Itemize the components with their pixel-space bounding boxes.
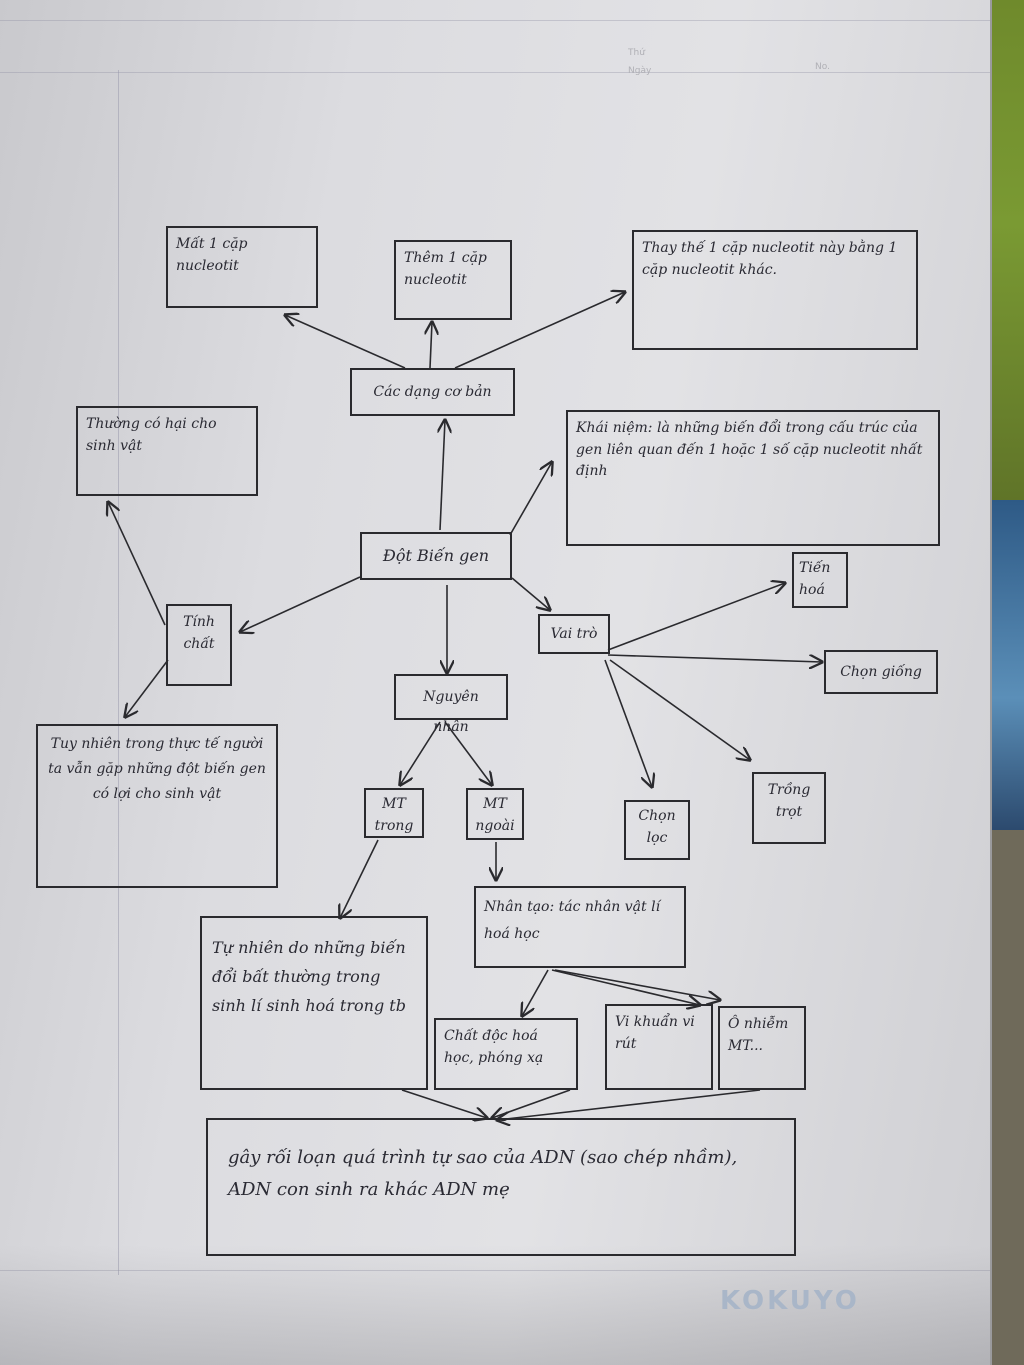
node-result: gây rối loạn quá trình tự sao của ADN (s… [206,1118,796,1256]
arrow-artificial-to-chemical [522,969,549,1016]
arrow-center-to-definition [509,462,552,536]
node-type-deletion: Mất 1 cặp nucleotit [166,226,318,308]
arrow-center-to-role [511,577,550,610]
arrow-types-to-thay [454,292,625,369]
node-role-evolution: Tiến hoá [792,552,848,608]
arrow-center-to-property [240,576,361,632]
node-natural: Tự nhiên do những biến đổi bất thường tr… [200,916,428,1090]
node-env-external: MT ngoài [466,788,524,840]
arrow-types-to-them [430,322,432,369]
arrow-pollution-to-result [497,1089,761,1120]
arrow-cause-to-env-in [400,721,441,785]
header-label-date: Ngày [628,66,652,76]
arrow-role-to-selection [604,659,652,787]
header-label-day: Thứ [628,48,645,58]
node-agent-chemical: Chất độc hoá học, phóng xạ [434,1018,578,1090]
node-property-harmful: Thường có hại cho sinh vật [76,406,258,496]
arrow-role-to-evolution [607,583,785,651]
arrow-cause-to-env-out [444,721,492,785]
arrow-artificial-to-bacteria [551,969,700,1005]
node-type-substitution: Thay thế 1 cặp nucleotit này bằng 1 cặp … [632,230,918,350]
arrow-env-in-to-natural [340,839,379,918]
node-gene-mutation: Đột Biến gen [360,532,512,580]
arrow-natural-to-result [401,1089,487,1118]
node-artificial: Nhân tạo: tác nhân vật lí hoá học [474,886,686,968]
arrow-artificial-to-pollution [554,969,720,1000]
node-types-title: Các dạng cơ bản [350,368,515,416]
arrow-property-to-harm [108,502,166,626]
node-role-cultivation: Trồng trọt [752,772,826,844]
arrow-types-to-mat [285,315,406,369]
node-agent-pollution: Ô nhiễm MT... [718,1006,806,1090]
node-definition: Khái niệm: là những biến đổi trong cấu t… [566,410,940,546]
node-agent-bacteria: Vi khuẩn vi rút [605,1004,713,1090]
node-property-title: Tính chất [166,604,232,686]
node-role-title: Vai trò [538,614,610,654]
arrow-property-to-benefit [125,659,169,717]
node-type-insertion: Thêm 1 cặp nucleotit [394,240,512,320]
node-role-selection: Chọn lọc [624,800,690,860]
notebook-page: Thứ Ngày No. [0,0,992,1365]
notebook-brand-logo: KOKUYO [720,1286,860,1316]
node-property-beneficial: Tuy nhiên trong thực tế người ta vẫn gặp… [36,724,278,888]
node-cause-title: Nguyên nhân [394,674,508,735]
arrow-center-to-types [440,420,445,531]
margin-line [118,70,119,1275]
node-role-breeding: Chọn giống [824,650,938,694]
node-env-internal: MT trong [364,788,424,838]
arrow-role-to-breeding [607,654,822,662]
arrow-role-to-cultivation [609,659,750,760]
header-label-number: No. [815,62,830,72]
